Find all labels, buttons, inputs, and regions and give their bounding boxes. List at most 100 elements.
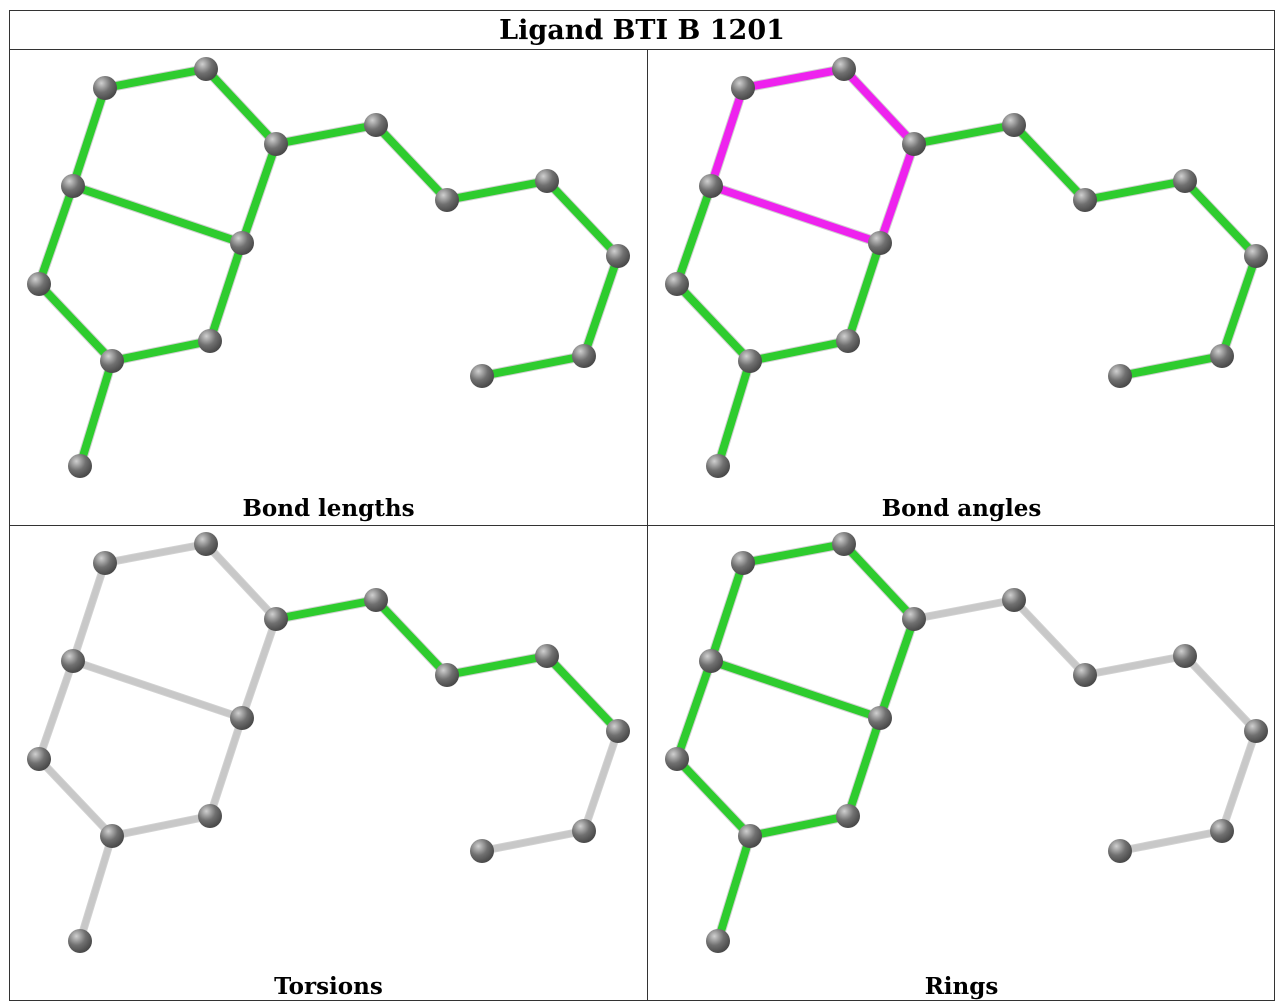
bond xyxy=(707,559,747,665)
bond xyxy=(36,658,76,762)
atom xyxy=(535,169,559,193)
bond xyxy=(673,657,715,763)
atom xyxy=(1173,169,1197,193)
bond xyxy=(206,239,246,345)
atom xyxy=(738,824,762,848)
panel-caption: Rings xyxy=(924,973,999,1000)
bond xyxy=(70,560,108,664)
atom xyxy=(699,174,723,198)
panel-bond-angles: Bond angles xyxy=(648,51,1275,525)
atom xyxy=(264,132,288,156)
atom xyxy=(1073,663,1097,687)
atom xyxy=(198,329,222,353)
bond xyxy=(35,280,116,365)
atom xyxy=(61,174,85,198)
bond xyxy=(876,140,918,247)
atom xyxy=(699,649,723,673)
bond xyxy=(35,182,77,288)
atom xyxy=(435,663,459,687)
atom xyxy=(27,272,51,296)
bond xyxy=(77,833,115,944)
atom xyxy=(731,551,755,575)
panel-bond-lengths: Bond lengths xyxy=(10,51,647,525)
atom xyxy=(100,349,124,373)
atom xyxy=(868,706,892,730)
bond xyxy=(1117,828,1225,854)
atom xyxy=(902,132,926,156)
bond xyxy=(1082,653,1188,678)
molecule-diagram-rings xyxy=(665,532,1268,953)
atom xyxy=(832,532,856,556)
bond xyxy=(108,337,214,365)
atom xyxy=(1108,839,1132,863)
atom xyxy=(572,819,596,843)
bond xyxy=(202,65,280,148)
atom xyxy=(902,607,926,631)
bond xyxy=(543,652,622,735)
bond xyxy=(739,65,848,92)
divider-horizontal xyxy=(9,525,1275,526)
bond xyxy=(714,832,754,945)
bond xyxy=(443,652,551,679)
molecule-diagram-bond-angles xyxy=(665,57,1268,478)
bond xyxy=(581,728,621,834)
bond xyxy=(239,616,279,721)
bond xyxy=(911,597,1017,622)
bond xyxy=(1219,728,1259,834)
atom xyxy=(1002,588,1026,612)
atom xyxy=(706,454,730,478)
bond xyxy=(673,182,715,288)
bond xyxy=(1182,653,1259,734)
atom xyxy=(1210,344,1234,368)
atom xyxy=(836,804,860,828)
bond xyxy=(372,596,451,679)
bond xyxy=(238,140,280,247)
atom xyxy=(198,804,222,828)
atom xyxy=(836,329,860,353)
bond xyxy=(443,177,551,204)
bond xyxy=(478,352,588,380)
bond xyxy=(479,828,587,854)
bond xyxy=(1010,121,1089,204)
atom xyxy=(435,188,459,212)
bond xyxy=(207,715,245,819)
atom xyxy=(1173,644,1197,668)
atom xyxy=(470,839,494,863)
atom xyxy=(1244,719,1268,743)
bond xyxy=(840,65,918,148)
atom xyxy=(194,57,218,81)
panel-torsions: Torsions xyxy=(10,526,647,1001)
bond xyxy=(76,357,116,470)
molecule-diagram-torsions xyxy=(27,532,630,953)
atom xyxy=(68,929,92,953)
bond xyxy=(372,121,451,204)
atom xyxy=(1244,244,1268,268)
bond xyxy=(840,540,918,623)
bond xyxy=(543,177,622,260)
bond xyxy=(69,182,246,247)
atom xyxy=(194,532,218,556)
atom xyxy=(832,57,856,81)
bond xyxy=(1181,177,1260,260)
atom xyxy=(738,349,762,373)
atom xyxy=(706,929,730,953)
atom xyxy=(100,824,124,848)
atom xyxy=(93,76,117,100)
bond xyxy=(101,65,210,92)
bond xyxy=(707,84,747,190)
bond xyxy=(272,121,380,148)
atom xyxy=(572,344,596,368)
panel-rings: Rings xyxy=(648,526,1275,1001)
atom xyxy=(606,719,630,743)
atom xyxy=(93,551,117,575)
bond xyxy=(844,239,884,345)
atom xyxy=(731,76,755,100)
bond xyxy=(1116,352,1226,380)
bond xyxy=(876,615,918,722)
atom xyxy=(470,364,494,388)
atom xyxy=(61,649,85,673)
atom xyxy=(264,607,288,631)
bond xyxy=(746,337,852,365)
bond xyxy=(746,812,852,840)
bond xyxy=(739,540,848,567)
